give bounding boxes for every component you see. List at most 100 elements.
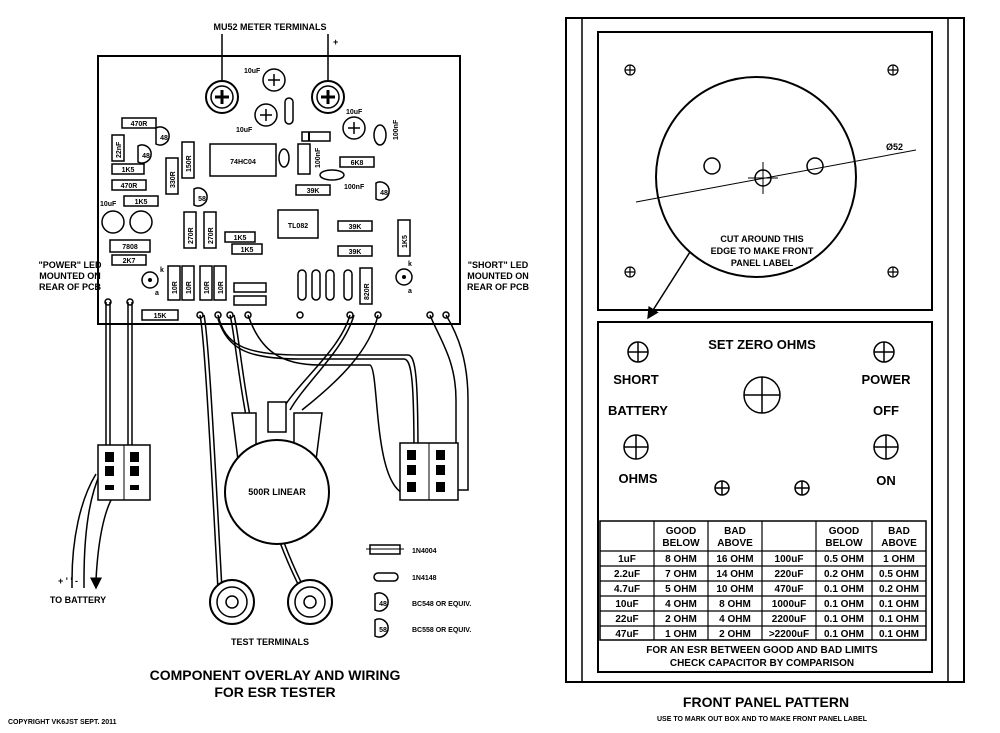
svg-text:BELOW: BELOW xyxy=(662,538,700,549)
copyright: COPYRIGHT VK6JST SEPT. 2011 xyxy=(8,719,117,726)
esr-table: GOOD BELOW BAD ABOVE GOOD BELOW BAD ABOV… xyxy=(599,520,927,641)
table-cell: 2 OHM xyxy=(719,629,751,640)
legend-item: 1N4148 xyxy=(412,575,437,582)
table-cell: 4.7uF xyxy=(614,584,640,595)
resistor-1k5: 1K5 xyxy=(231,243,263,255)
cap-label: 100nF xyxy=(315,147,322,168)
resistor-label: 10R xyxy=(186,281,193,294)
resistor-820r: 820R xyxy=(359,267,373,305)
table-cell: 0.5 OHM xyxy=(879,569,919,580)
short-led: k a xyxy=(395,261,413,295)
resistor-1k5: 1K5 xyxy=(224,231,256,243)
meter-terminals-title: MU52 METER TERMINALS xyxy=(213,22,326,32)
note-line: REAR OF PCB xyxy=(467,282,530,292)
table-cell: 0.1 OHM xyxy=(879,614,919,625)
to-battery-label: TO BATTERY xyxy=(50,595,106,605)
table-cell: 0.1 OHM xyxy=(824,584,864,595)
short-label: SHORT xyxy=(613,372,659,387)
table-header: GOOD BELOW BAD ABOVE GOOD BELOW BAD ABOV… xyxy=(662,526,917,549)
off-label: OFF xyxy=(873,403,899,418)
power-led: k a xyxy=(141,267,164,297)
resistor-6k8: 6K8 xyxy=(339,156,375,168)
cap-label: 10uF xyxy=(236,127,253,134)
svg-text:BELOW: BELOW xyxy=(825,538,863,549)
transistor-label: 48 xyxy=(380,190,388,197)
resistor-label: 15K xyxy=(154,313,167,320)
diode xyxy=(311,269,321,301)
table-cell: 4 OHM xyxy=(665,599,697,610)
cut-note: CUT AROUND THIS EDGE TO MAKE FRONT PANEL… xyxy=(711,234,814,268)
short-switch xyxy=(399,442,459,501)
regulator-label: 7808 xyxy=(122,244,138,251)
resistor-label: 39K xyxy=(307,188,320,195)
pin-label: k xyxy=(408,261,412,268)
transistor-48: 48 xyxy=(375,181,390,201)
table-cell: 0.2 OHM xyxy=(879,584,919,595)
resistor-15k: 15K xyxy=(141,309,179,321)
resistor-label: 39K xyxy=(349,224,362,231)
legend-item: BC548 OR EQUIV. xyxy=(412,601,471,608)
resistor-label: 1K5 xyxy=(402,235,409,248)
resistor-label: 330R xyxy=(170,171,177,188)
ic-74hc04: 74HC04 xyxy=(209,143,277,177)
table-cell: 10uF xyxy=(615,599,638,610)
resistor-label: 1K5 xyxy=(234,235,247,242)
resistor-label: 10R xyxy=(172,281,179,294)
front-panel-subtitle: USE TO MARK OUT BOX AND TO MAKE FRONT PA… xyxy=(657,716,868,723)
resistor-1k5: 1K5 xyxy=(397,219,411,257)
svg-text:GOOD: GOOD xyxy=(829,526,860,537)
resistor-10r: 10R xyxy=(199,265,213,301)
table-cell: 2.2uF xyxy=(614,569,640,580)
resistor-label: 39K xyxy=(349,249,362,256)
resistor-label: 1K5 xyxy=(135,199,148,206)
mounting-holes xyxy=(624,64,899,278)
cap-label: 100nF xyxy=(393,119,400,140)
transistor-48: 48 xyxy=(155,126,170,146)
diode xyxy=(343,269,353,301)
resistor-470r: 470R xyxy=(111,179,147,191)
resistor-label: 470R xyxy=(131,121,148,128)
wiring xyxy=(71,302,469,593)
cap-label: 100nF xyxy=(344,184,365,191)
power-switch xyxy=(97,444,151,501)
table-cell: 1 OHM xyxy=(665,629,697,640)
transistor-label: 58 xyxy=(198,196,206,203)
transistor-label: 48 xyxy=(160,135,168,142)
resistor-label: 150R xyxy=(186,155,193,172)
pin-label: a xyxy=(155,290,159,297)
table-cell: 2 OHM xyxy=(665,614,697,625)
short-led-note: "SHORT" LED MOUNTED ON REAR OF PCB xyxy=(467,260,530,292)
legend-item: 1N4004 xyxy=(412,548,437,555)
ohms-label: OHMS xyxy=(619,471,658,486)
svg-text:BAD: BAD xyxy=(888,526,910,537)
table-cell: 220uF xyxy=(775,569,804,580)
table-cell: 0.1 OHM xyxy=(824,614,864,625)
set-zero-label: SET ZERO OHMS xyxy=(708,337,816,352)
table-cell: 8 OHM xyxy=(719,599,751,610)
table-cell: 1000uF xyxy=(772,599,806,610)
svg-text:BAD: BAD xyxy=(724,526,746,537)
resistor-label: 10R xyxy=(204,281,211,294)
resistor-39k: 39K xyxy=(295,184,331,196)
table-cell: 0.2 OHM xyxy=(824,569,864,580)
table-cell: 0.1 OHM xyxy=(879,629,919,640)
table-note-line2: CHECK CAPACITOR BY COMPARISON xyxy=(670,658,854,669)
transistor-48: 48 xyxy=(137,144,152,164)
front-panel-title: FRONT PANEL PATTERN xyxy=(683,694,849,710)
table-cell: 0.5 OHM xyxy=(824,554,864,565)
cut-arrow xyxy=(647,251,691,320)
resistor-39k: 39K xyxy=(337,220,373,232)
table-cell: 8 OHM xyxy=(665,554,697,565)
diode xyxy=(233,295,267,306)
resistor-label: 470R xyxy=(121,183,138,190)
resistor-150r: 150R xyxy=(181,141,195,179)
note-line: EDGE TO MAKE FRONT xyxy=(711,246,814,256)
table-cell: 1uF xyxy=(618,554,636,565)
meter-terminal-negative xyxy=(205,80,239,114)
cap-label: 10uF xyxy=(100,201,117,208)
on-label: ON xyxy=(876,473,896,488)
table-cell: 1 OHM xyxy=(883,554,915,565)
legend-item: BC558 OR EQUIV. xyxy=(412,627,471,634)
pcb-outline xyxy=(97,55,461,325)
note-line: MOUNTED ON xyxy=(39,271,101,281)
